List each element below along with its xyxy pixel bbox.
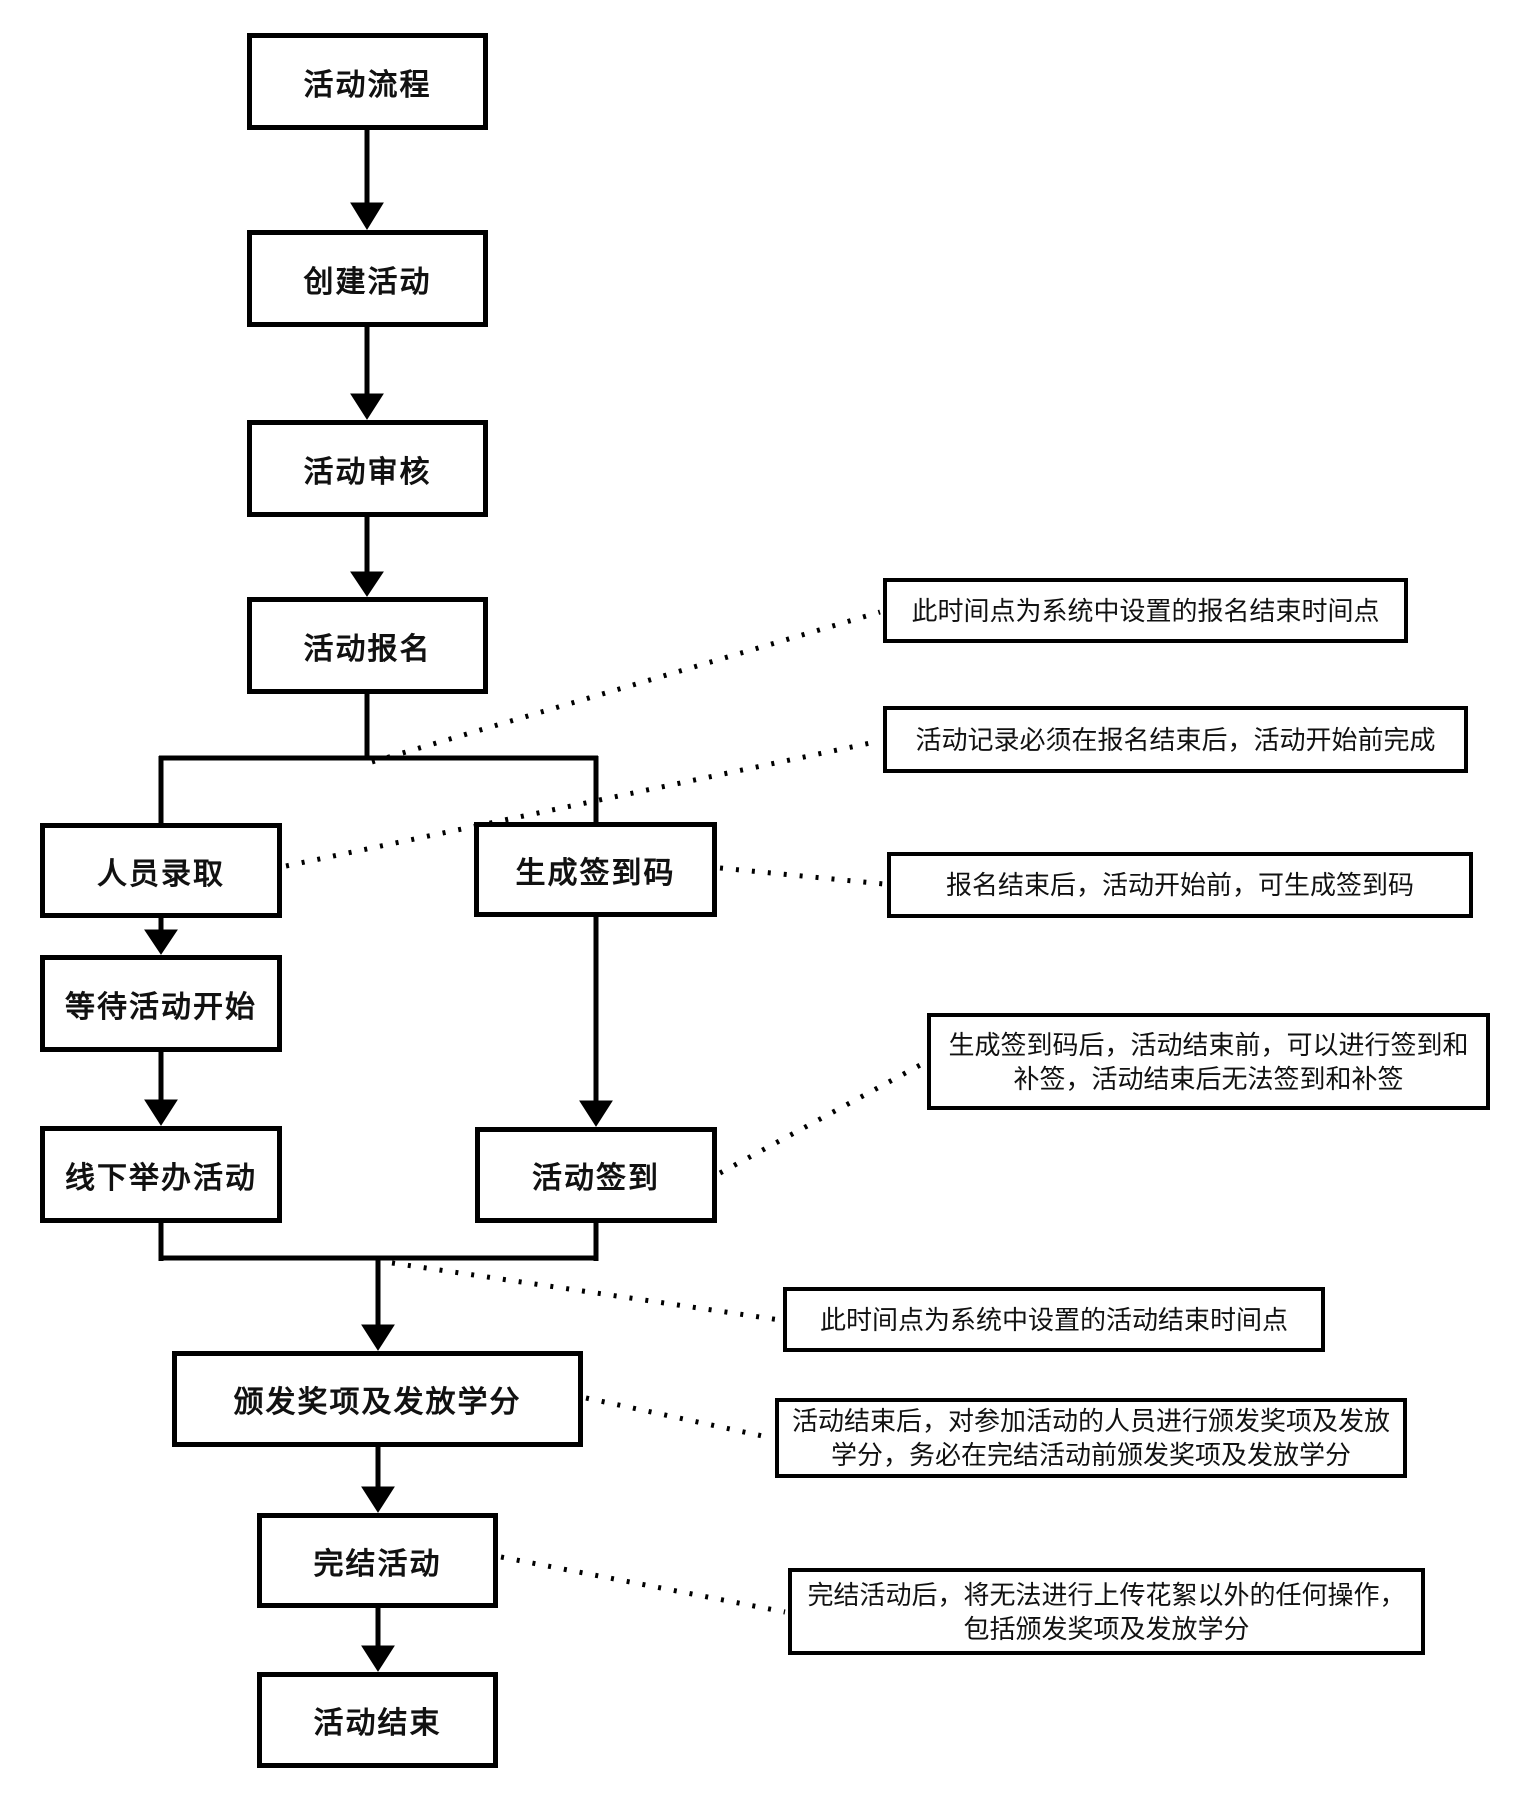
node-personnel-admission: 人员录取 [40,823,282,918]
node-label: 完结活动 [313,1547,442,1581]
annotation-text: 报名结束后，活动开始前，可生成签到码 [945,870,1414,900]
node-award-and-credits: 颁发奖项及发放学分 [172,1351,583,1447]
annotation-checkin-window: 生成签到码后，活动结束前，可以进行签到和补签，活动结束后无法签到和补签 [927,1013,1490,1110]
node-create-activity: 创建活动 [247,230,488,327]
annotation-record-window: 活动记录必须在报名结束后，活动开始前完成 [883,706,1468,773]
annotation-text: 活动记录必须在报名结束后，活动开始前完成 [915,724,1436,755]
annotation-award-window: 活动结束后，对参加活动的人员进行颁发奖项及发放学分，务必在完结活动前颁发奖项及发… [775,1398,1407,1478]
annotation-activity-end-time: 此时间点为系统中设置的活动结束时间点 [783,1287,1325,1352]
node-label: 活动审核 [303,455,432,489]
node-label: 线下举办活动 [65,1161,257,1195]
node-activity-end: 活动结束 [257,1672,498,1768]
node-label: 人员录取 [97,857,225,891]
node-activity-flow-title: 活动流程 [247,33,488,130]
node-label: 等待活动开始 [65,990,257,1024]
node-label: 活动结束 [313,1707,442,1740]
annotation-text: 此时间点为系统中设置的活动结束时间点 [819,1304,1288,1335]
annotation-text: 此时间点为系统中设置的报名结束时间点 [911,595,1380,626]
node-label: 颁发奖项及发放学分 [233,1386,522,1419]
node-finish-activity: 完结活动 [257,1513,498,1608]
node-activity-checkin: 活动签到 [475,1127,717,1223]
node-label: 活动报名 [303,632,432,666]
annotation-text: 完结活动后，将无法进行上传花絮以外的任何操作，包括颁发奖项及发放学分 [807,1579,1406,1644]
node-wait-activity-start: 等待活动开始 [40,955,282,1052]
annotation-gencode-window: 报名结束后，活动开始前，可生成签到码 [887,852,1473,918]
node-offline-activity: 线下举办活动 [40,1126,282,1223]
node-activity-review: 活动审核 [247,420,488,517]
node-label: 生成签到码 [515,856,676,890]
node-generate-checkin-code: 生成签到码 [474,822,717,917]
annotation-finish-lock: 完结活动后，将无法进行上传花絮以外的任何操作，包括颁发奖项及发放学分 [788,1568,1425,1655]
annotation-text: 生成签到码后，活动结束前，可以进行签到和补签，活动结束后无法签到和补签 [948,1029,1469,1094]
node-label: 活动签到 [532,1162,660,1195]
node-activity-signup: 活动报名 [247,597,488,694]
annotation-signup-deadline: 此时间点为系统中设置的报名结束时间点 [883,578,1408,643]
node-label: 创建活动 [303,265,432,299]
annotation-text: 活动结束后，对参加活动的人员进行颁发奖项及发放学分，务必在完结活动前颁发奖项及发… [791,1406,1390,1470]
node-label: 活动流程 [303,68,432,102]
